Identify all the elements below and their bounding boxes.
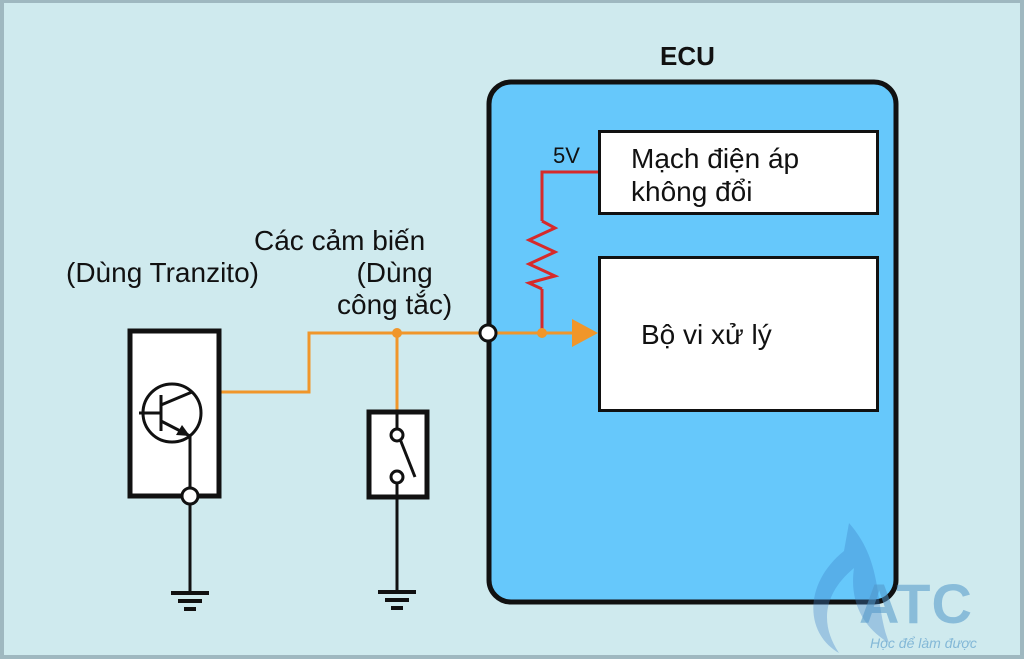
microprocessor-box: Bộ vi xử lý bbox=[598, 256, 879, 412]
signal-arrow-icon bbox=[572, 319, 598, 347]
junction-dot-switch bbox=[392, 328, 402, 338]
constant-voltage-line2: không đổi bbox=[631, 176, 753, 207]
watermark-brand: ATC bbox=[859, 572, 973, 635]
pull-up-resistor bbox=[524, 219, 560, 291]
microprocessor-label: Bộ vi xử lý bbox=[641, 319, 772, 350]
voltage-label: 5V bbox=[553, 143, 580, 168]
ground-icon bbox=[378, 590, 416, 610]
junction-dot-ecu bbox=[537, 328, 547, 338]
switch-type-line1: (Dùng bbox=[356, 257, 433, 288]
transistor-signal-wire bbox=[190, 331, 488, 394]
emitter-arrow-icon bbox=[176, 425, 190, 436]
watermark-slogan: Học để làm được bbox=[870, 635, 977, 651]
switch-type-line2: công tắc) bbox=[337, 289, 453, 320]
constant-voltage-circuit-box: Mạch điện áp không đổi bbox=[598, 130, 879, 215]
ground-icon bbox=[171, 591, 209, 611]
transistor-ground-terminal bbox=[180, 486, 200, 506]
power-wire bbox=[540, 170, 598, 221]
watermark-flame-icon bbox=[813, 523, 889, 653]
transistor-type-label: (Dùng Tranzito) bbox=[66, 257, 259, 288]
diagram-canvas: ECU 5V Mạch điện áp không đổi Bộ vi xử l… bbox=[4, 3, 1020, 655]
transistor-sensor-box bbox=[127, 328, 222, 499]
sensors-group-label: Các cảm biến bbox=[254, 225, 426, 256]
switch-icon bbox=[389, 412, 417, 497]
constant-voltage-label: Mạch điện áp không đổi bbox=[631, 142, 799, 208]
switch-type-label: (Dùng công tắc) bbox=[337, 257, 452, 321]
constant-voltage-line1: Mạch điện áp bbox=[631, 143, 800, 174]
ecu-title: ECU bbox=[660, 41, 715, 71]
ecu-input-terminal bbox=[478, 323, 498, 343]
